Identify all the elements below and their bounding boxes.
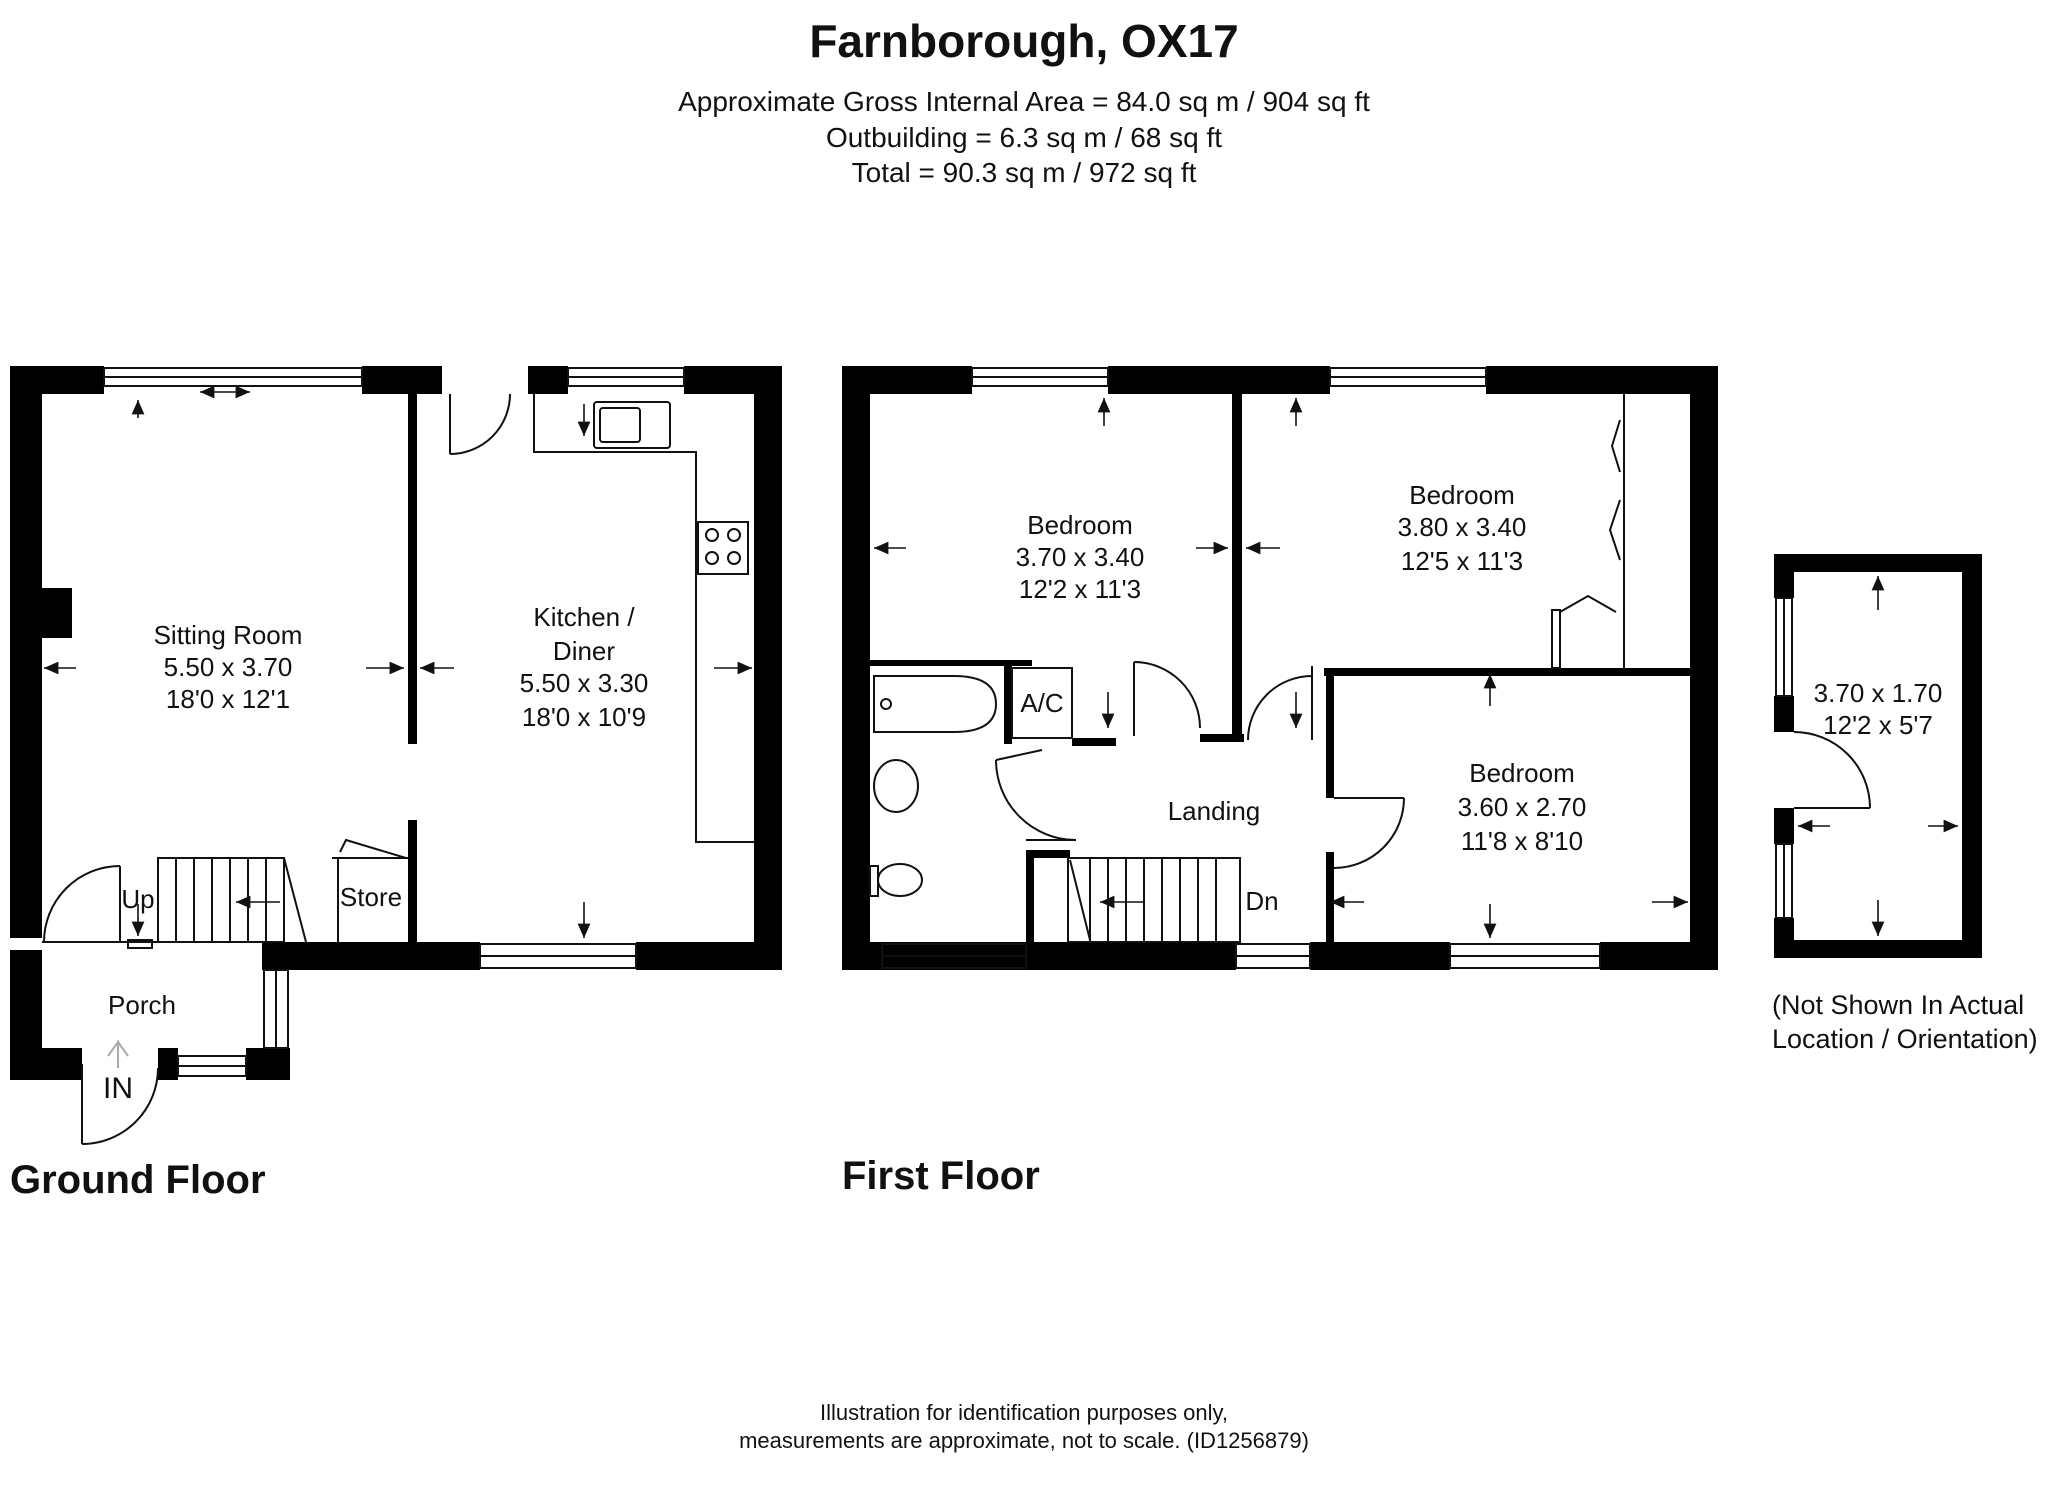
entrance-label: IN — [103, 1072, 133, 1105]
total-area: Total = 90.3 sq m / 972 sq ft — [851, 157, 1197, 188]
airing-cupboard-label: A/C — [1020, 688, 1063, 718]
ground-floor-walls — [10, 366, 782, 1080]
sitting-room-name: Sitting Room — [154, 620, 303, 650]
outbuilding-details — [1775, 597, 1871, 919]
sitting-room-imperial: 18'0 x 12'1 — [166, 684, 290, 714]
kitchen-metric: 5.50 x 3.30 — [520, 668, 649, 698]
bedroom-1-metric: 3.70 x 3.40 — [1016, 542, 1145, 572]
kitchen-imperial: 18'0 x 10'9 — [522, 702, 646, 732]
bedroom-3-name: Bedroom — [1469, 758, 1575, 788]
ground-floor-details — [42, 367, 754, 1145]
outbuilding-walls — [1774, 554, 1982, 958]
bedroom-2-imperial: 12'5 x 11'3 — [1401, 546, 1523, 576]
outbuilding-dimension-arrows — [1798, 576, 1958, 936]
bedroom-1-name: Bedroom — [1027, 510, 1133, 540]
outbuilding-metric: 3.70 x 1.70 — [1814, 678, 1943, 708]
outbuilding-note-line-2: Location / Orientation) — [1772, 1024, 2038, 1054]
first-floor-walls — [842, 366, 1718, 970]
kitchen-name-1: Kitchen / — [533, 602, 635, 632]
bedroom-2-name: Bedroom — [1409, 480, 1515, 510]
bedroom-3-imperial: 11'8 x 8'10 — [1461, 826, 1583, 856]
first-floor-label: First Floor — [842, 1154, 1040, 1198]
entrance-arrow — [107, 1040, 129, 1068]
outbuilding-labels: 3.70 x 1.70 12'2 x 5'7 — [1814, 678, 1943, 740]
stairs-up-label: Up — [121, 884, 154, 914]
ground-floor-labels: Sitting Room 5.50 x 3.70 18'0 x 12'1 Kit… — [103, 602, 648, 1105]
disclaimer-line-1: Illustration for identification purposes… — [819, 1400, 1229, 1425]
disclaimer-line-2: measurements are approximate, not to sca… — [739, 1428, 1309, 1453]
outbuilding-imperial: 12'2 x 5'7 — [1823, 710, 1933, 740]
bedroom-3-metric: 3.60 x 2.70 — [1458, 792, 1587, 822]
ground-floor-label: Ground Floor — [10, 1158, 266, 1202]
porch-label: Porch — [108, 990, 176, 1020]
outbuilding-note-line-1: (Not Shown In Actual — [1772, 990, 2025, 1020]
stairs-down-label: Dn — [1245, 886, 1278, 916]
store-label: Store — [340, 882, 402, 912]
first-floor-dimension-arrows — [874, 398, 1688, 938]
sitting-room-metric: 5.50 x 3.70 — [164, 652, 293, 682]
landing-label: Landing — [1168, 796, 1261, 826]
outbuilding-area: Outbuilding = 6.3 sq m / 68 sq ft — [825, 122, 1223, 153]
kitchen-name-2: Diner — [553, 636, 615, 666]
first-floor-labels: Bedroom 3.70 x 3.40 12'2 x 11'3 Bedroom … — [1016, 480, 1587, 916]
plan-title: Farnborough, OX17 — [809, 15, 1239, 67]
bedroom-2-metric: 3.80 x 3.40 — [1398, 512, 1527, 542]
bedroom-1-imperial: 12'2 x 11'3 — [1019, 574, 1141, 604]
gross-internal-area: Approximate Gross Internal Area = 84.0 s… — [678, 86, 1370, 117]
